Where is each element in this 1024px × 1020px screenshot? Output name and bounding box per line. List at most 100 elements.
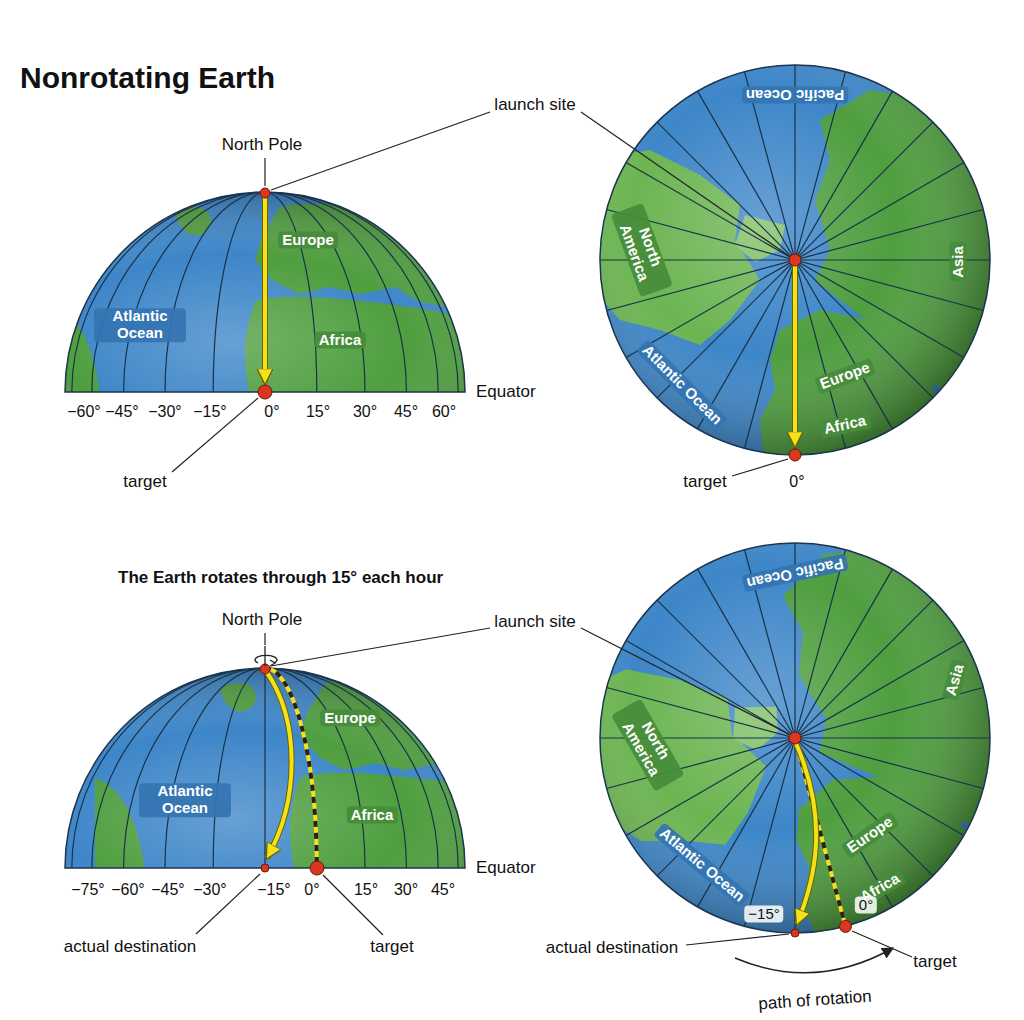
degree-label: −60° (111, 881, 145, 899)
degree-label: −30° (148, 403, 182, 421)
map-label-holder: Atlantic Ocean (94, 308, 186, 342)
degree-label: −15° (744, 906, 783, 923)
degree-label: −45° (151, 881, 185, 899)
callout-label-holder: launch site (494, 95, 575, 114)
degree-label-holder: −30° (148, 403, 182, 421)
map-label-holder: Atlantic Ocean (653, 822, 750, 908)
polar-globe (585, 60, 1005, 470)
callout-label: launch site (494, 612, 575, 631)
map-label-holder: Atlantic Ocean (139, 783, 231, 817)
map-label: North America (611, 698, 684, 791)
map-label-holder: Africa (347, 807, 398, 824)
map-label: Atlantic Ocean (94, 308, 186, 342)
map-label-holder: North America (611, 203, 673, 297)
map-label-holder: Europe (320, 710, 380, 727)
degree-label: −15° (193, 403, 227, 421)
degree-label-holder: 60° (432, 403, 456, 421)
degree-label: 45° (431, 881, 455, 899)
equator-label-holder: Equator (476, 858, 536, 877)
map-label-holder: Africa (819, 412, 872, 439)
callout-label: target (370, 937, 413, 956)
map-label-holder: North America (611, 698, 684, 791)
callout-label: actual destination (64, 937, 196, 956)
callout-label: target (683, 472, 726, 491)
pole-label-holder: North Pole (222, 610, 302, 629)
rotation-label-holder: path of rotation (758, 987, 872, 1014)
degree-label: 0° (304, 881, 319, 899)
degree-label: 60° (432, 403, 456, 421)
callout-label: target (123, 472, 166, 491)
pole-label: North Pole (222, 135, 302, 154)
callout-label-holder: target (370, 937, 413, 956)
equator-label: Equator (476, 382, 536, 401)
section-heading-holder: The Earth rotates through 15° each hour (118, 568, 443, 587)
map-label-holder: Europe (841, 811, 900, 859)
callout-label: launch site (494, 95, 575, 114)
degree-label-holder: 0° (789, 473, 804, 491)
degree-label-holder: 45° (394, 403, 418, 421)
map-label-holder: Europe (278, 232, 338, 249)
degree-label-holder: 15° (306, 403, 330, 421)
diagram-title-holder: Nonrotating Earth (20, 61, 275, 95)
hemisphere-globe (60, 661, 525, 873)
degree-label: 30° (353, 403, 377, 421)
map-label: Europe (814, 358, 876, 394)
map-label-holder: Pacific Ocean (742, 87, 848, 104)
map-label-holder: Asia (950, 242, 967, 282)
degree-label-holder: −60° (111, 881, 145, 899)
callout-label-holder: target (683, 472, 726, 491)
callout-label-holder: target (913, 952, 956, 971)
degree-label: 15° (354, 881, 378, 899)
map-label: Africa (315, 332, 366, 349)
callout-label: actual destination (546, 938, 678, 957)
degree-label-holder: −15° (193, 403, 227, 421)
section-heading: The Earth rotates through 15° each hour (118, 568, 443, 587)
map-label: Atlantic Ocean (139, 783, 231, 817)
degree-label-holder: 30° (353, 403, 377, 421)
location-dots (258, 188, 852, 937)
degree-label-holder: 15° (354, 881, 378, 899)
map-label-holder: Europe (814, 358, 876, 394)
map-label: Europe (841, 811, 900, 859)
degree-label-holder: 30° (394, 881, 418, 899)
rotation-symbol (255, 646, 277, 666)
degree-label-holder: −60° (67, 403, 101, 421)
degree-label: −60° (67, 403, 101, 421)
degree-label: −45° (105, 403, 139, 421)
pole-label: North Pole (222, 610, 302, 629)
degree-label-holder: −30° (193, 881, 227, 899)
degree-label-holder: 0° (855, 897, 877, 914)
degree-label: 0° (264, 403, 279, 421)
diagram-title: Nonrotating Earth (20, 61, 275, 95)
map-label-holder: Atlantic Ocean (636, 339, 728, 431)
degree-label: 15° (306, 403, 330, 421)
map-label: Atlantic Ocean (653, 822, 750, 908)
globe-outline (600, 65, 990, 455)
degree-label: 30° (394, 881, 418, 899)
pole-label-holder: North Pole (222, 135, 302, 154)
globe-outline (600, 543, 990, 933)
trajectory-arrows (265, 195, 846, 926)
degree-label-holder: −15° (744, 906, 783, 923)
degree-label-holder: −15° (257, 881, 291, 899)
map-label: Pacific Ocean (742, 87, 848, 104)
globe-outline (65, 192, 465, 392)
degree-label-holder: −45° (105, 403, 139, 421)
degree-label: −15° (257, 881, 291, 899)
map-label: Atlantic Ocean (636, 339, 728, 431)
equator-label-holder: Equator (476, 382, 536, 401)
degree-label: 0° (855, 897, 877, 914)
map-label: Europe (320, 710, 380, 727)
leader-lines (172, 112, 912, 957)
polar-globe (548, 519, 1024, 995)
map-label-holder: Asia (942, 659, 968, 702)
map-label: Europe (278, 232, 338, 249)
rotation-label: path of rotation (758, 987, 872, 1014)
callout-label-holder: actual destination (64, 937, 196, 956)
callout-label-holder: target (123, 472, 166, 491)
degree-label-holder: 0° (264, 403, 279, 421)
degree-label-holder: 45° (431, 881, 455, 899)
degree-label: 0° (789, 473, 804, 491)
map-label: Pacific Ocean (741, 554, 849, 593)
